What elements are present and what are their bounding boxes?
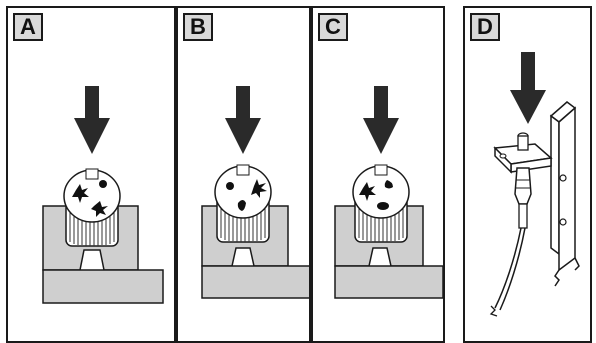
down-arrow-icon	[74, 86, 110, 154]
down-arrow-icon	[225, 86, 261, 154]
panel-c: C	[311, 6, 445, 343]
bracket	[493, 143, 553, 174]
panel-label-d: D	[470, 13, 500, 41]
connector-face	[352, 164, 410, 219]
plug	[514, 132, 532, 229]
panel-b-illustration	[201, 86, 309, 299]
connector-face	[214, 164, 272, 219]
panel-label-c: C	[318, 13, 348, 41]
panel-label-b: B	[183, 13, 213, 41]
fixture-base	[334, 265, 443, 299]
panel-b: B	[176, 6, 311, 343]
down-arrow-icon	[510, 52, 546, 124]
mounting-plate	[549, 101, 580, 287]
connector-face	[63, 168, 121, 223]
cable	[489, 227, 526, 317]
panel-d: D	[463, 6, 592, 343]
panel-a-illustration	[42, 86, 164, 304]
panel-a: A	[6, 6, 176, 343]
fixture-base	[42, 269, 164, 304]
panel-c-illustration	[334, 86, 443, 299]
fixture-base	[201, 265, 309, 299]
down-arrow-icon	[363, 86, 399, 154]
panel-d-illustration	[489, 52, 580, 317]
panel-label-a: A	[13, 13, 43, 41]
